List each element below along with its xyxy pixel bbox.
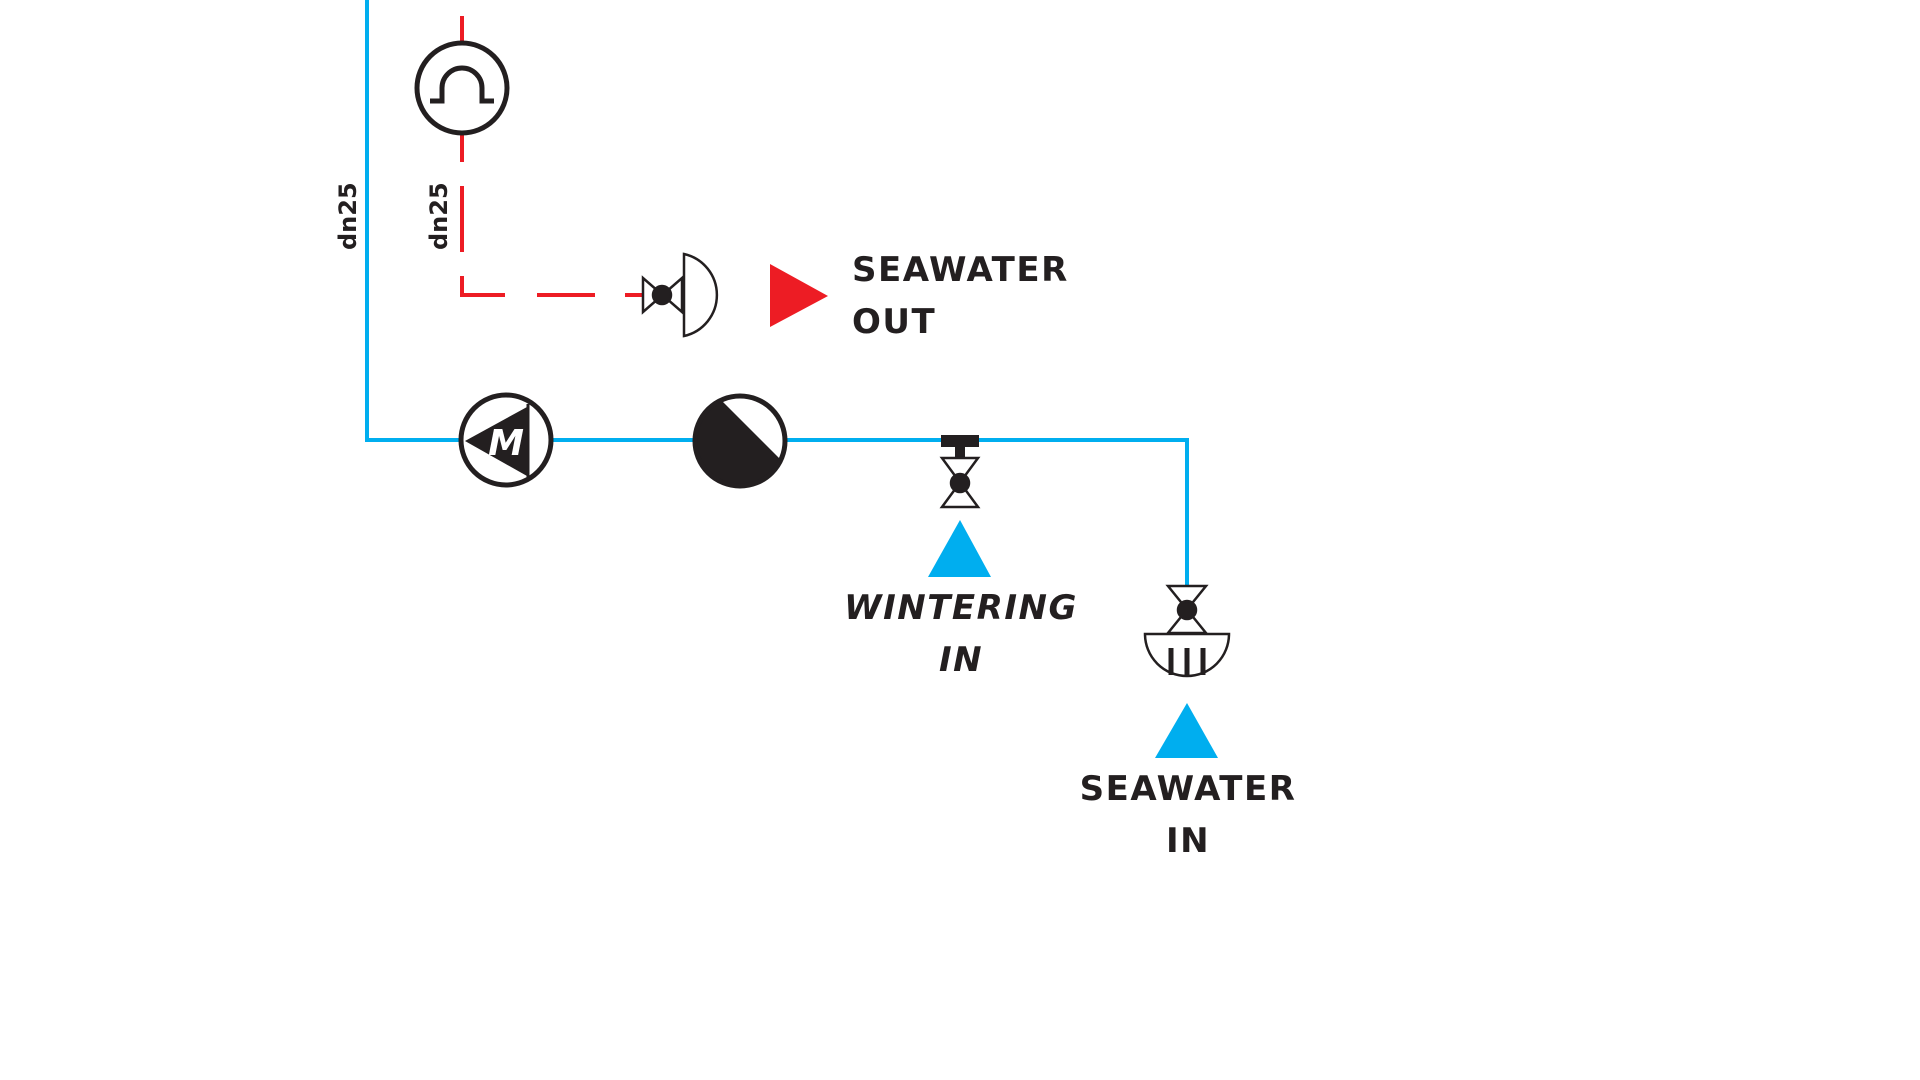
wintering-in-arrow-up-icon bbox=[928, 520, 991, 577]
t-handle-valve-icon[interactable] bbox=[939, 435, 981, 509]
seawater-in-label-line2: IN bbox=[1166, 821, 1210, 861]
wintering-in-label-line2: IN bbox=[939, 640, 983, 680]
ball-valve-with-thru-hull-icon[interactable] bbox=[641, 252, 719, 338]
arrow-right-icon bbox=[770, 264, 828, 327]
motor-pump-icon[interactable]: M bbox=[458, 392, 554, 488]
half-filled-circle-icon[interactable] bbox=[690, 391, 790, 491]
seawater-out-label-line1: SEAWATER bbox=[852, 250, 1069, 290]
return-pipe-size-label: dn25 bbox=[425, 182, 453, 250]
seawater-return-pipe bbox=[460, 16, 642, 297]
wintering-in-label-line1: WINTERING bbox=[844, 588, 1078, 628]
pump-motor-label: M bbox=[488, 423, 524, 464]
seawater-out-label-line2: OUT bbox=[852, 302, 936, 342]
valve-with-strainer-icon[interactable] bbox=[1143, 584, 1231, 678]
flow-meter-icon[interactable] bbox=[414, 40, 510, 136]
supply-pipe-size-label: dn25 bbox=[334, 182, 362, 250]
seawater-in-arrow-up-icon bbox=[1155, 703, 1218, 758]
seawater-in-label-line1: SEAWATER bbox=[1080, 769, 1297, 809]
